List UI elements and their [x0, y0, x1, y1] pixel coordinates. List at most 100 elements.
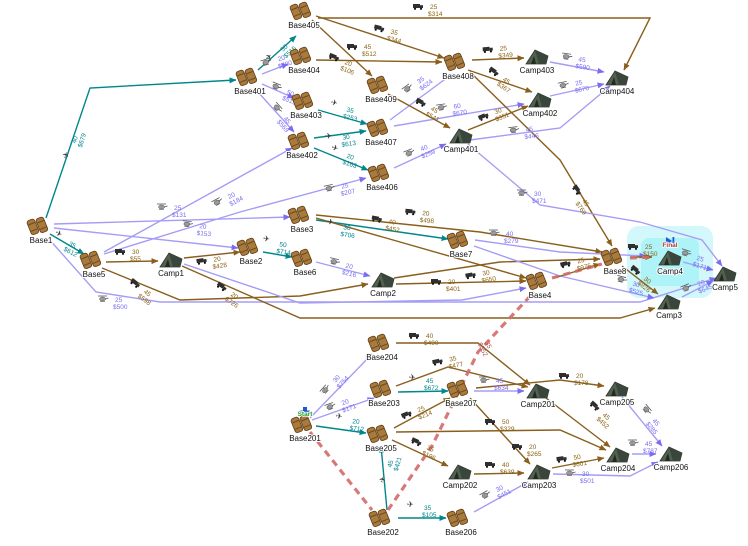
node-Camp205[interactable]: Camp205	[599, 381, 636, 408]
edge-Base405-Camp404[interactable]	[318, 17, 652, 71]
edge-Base406-Camp401[interactable]	[393, 143, 447, 169]
edge-Camp4-Camp5[interactable]	[682, 261, 714, 272]
edge-Base402-Base406[interactable]	[313, 147, 369, 171]
edge-Base407-Camp402[interactable]	[393, 102, 525, 127]
edge-Base405-Base408[interactable]	[315, 15, 445, 59]
node-Base409[interactable]: Base409	[364, 75, 398, 105]
node-Base402[interactable]: Base402	[285, 131, 319, 161]
edge-Base407-Base408[interactable]	[389, 73, 453, 121]
edge-Base201-Base205[interactable]	[315, 425, 367, 436]
edge-Base402-Base407[interactable]	[313, 128, 367, 139]
edge-Base207-Camp205[interactable]	[475, 379, 605, 389]
edge-Camp403-Camp404[interactable]	[549, 61, 605, 74]
node-Base204[interactable]: Base204	[365, 333, 399, 363]
node-Camp3[interactable]: Camp3	[655, 294, 683, 321]
node-Base3[interactable]: Base3	[287, 205, 315, 235]
edge-Base201-Base204[interactable]	[309, 353, 373, 419]
edge-Base205-Camp202[interactable]	[391, 439, 449, 467]
node-Base405[interactable]: Base405	[287, 1, 321, 31]
edge-Camp2-Base4[interactable]	[395, 278, 527, 285]
node-Base203[interactable]: Base203	[367, 379, 401, 409]
edge-Camp401-Camp402[interactable]	[467, 105, 529, 131]
edge-Base401-Base402[interactable]	[257, 91, 295, 133]
edge-Base205-Camp204[interactable]	[395, 429, 607, 451]
edge-Base206-Camp203[interactable]	[473, 481, 529, 513]
node-Camp5[interactable]: Camp5	[711, 266, 739, 293]
node-Base8[interactable]: Base8	[600, 247, 628, 277]
node-Base201[interactable]: Base201	[288, 414, 322, 444]
node-Base202[interactable]: Base202	[366, 508, 400, 538]
node-Camp4[interactable]: Camp4	[656, 250, 684, 277]
node-Base206[interactable]: Base206	[444, 508, 478, 538]
edge-Camp203-Camp204[interactable]	[551, 456, 605, 469]
edge-Camp1-Camp3[interactable]	[181, 265, 656, 319]
node-Base407[interactable]: Base407	[364, 118, 398, 148]
node-Camp201[interactable]: Camp201	[520, 383, 557, 410]
edge-Base1-Base2[interactable]	[53, 227, 239, 251]
edge-Base203-Base207[interactable]	[397, 388, 449, 395]
node-Base205[interactable]: Base205	[364, 424, 398, 454]
edge-Base5-Camp2[interactable]	[101, 267, 369, 301]
node-Camp2[interactable]: Camp2	[369, 272, 397, 299]
node-Base7[interactable]: Base7	[446, 230, 474, 260]
edge-Camp1-Base2[interactable]	[183, 249, 241, 259]
node-Base1[interactable]: Base1	[26, 216, 54, 246]
edge-Base7-Camp4[interactable]	[474, 239, 647, 259]
edge-Base1-Base401[interactable]	[45, 77, 237, 219]
edge-Base3-Base4[interactable]	[315, 217, 527, 280]
edge-Base401-Base403[interactable]	[261, 83, 295, 99]
edge-Base203-Camp201[interactable]	[395, 366, 529, 389]
node-Camp204[interactable]: Camp204	[600, 447, 637, 474]
node-Base406[interactable]: Base406	[365, 163, 399, 193]
node-Base403[interactable]: Base403	[289, 91, 323, 121]
node-Camp401[interactable]: Camp401	[443, 128, 480, 155]
node-Base408[interactable]: Base408	[441, 52, 475, 82]
edge-Base5-Base406[interactable]	[103, 176, 367, 255]
edge-Camp3-Camp5[interactable]	[681, 280, 714, 298]
edge-Base202-Base205[interactable]	[378, 445, 388, 511]
edge-Base1-Base3[interactable]	[53, 214, 291, 225]
edge-Base204-Camp201[interactable]	[396, 342, 531, 386]
edge-Base405-Base409[interactable]	[311, 19, 373, 77]
edge-Base205-Base207[interactable]	[393, 397, 451, 429]
route-segment-2[interactable]	[551, 262, 603, 280]
route-segment-1[interactable]	[386, 290, 536, 511]
node-Camp1[interactable]: Camp1	[157, 252, 185, 279]
node-Camp404[interactable]: Camp404	[599, 70, 636, 97]
edge-Base201-Base203[interactable]	[311, 397, 375, 421]
node-Camp206[interactable]: Camp206	[653, 446, 690, 473]
edge-Base6-Camp2[interactable]	[315, 261, 371, 278]
edge-Base2-Base6[interactable]	[262, 251, 293, 259]
edge-Base5-Base402[interactable]	[103, 147, 293, 253]
edge-Camp2-Base8[interactable]	[393, 256, 601, 279]
edge-Camp402-Camp404[interactable]	[549, 82, 605, 97]
edge-Base1-Camp5[interactable]	[47, 237, 717, 303]
edge-Base401-Base404[interactable]	[261, 63, 289, 75]
edge-Camp205-Camp206[interactable]	[621, 396, 663, 447]
edge-Camp401-Camp404[interactable]	[469, 85, 611, 141]
node-Base207[interactable]: Base207	[444, 379, 478, 409]
edge-Camp202-Camp203[interactable]	[473, 470, 525, 477]
node-Base401[interactable]: Base401	[233, 67, 267, 97]
node-Camp203[interactable]: Camp203	[521, 464, 558, 491]
node-Camp402[interactable]: Camp402	[522, 92, 559, 119]
edge-Base403-Base407[interactable]	[317, 109, 368, 126]
edge-Base1-Base5[interactable]	[49, 233, 85, 255]
node-Base5[interactable]: Base5	[79, 250, 107, 280]
edge-Base408-Camp403[interactable]	[471, 55, 525, 62]
edge-Camp401-Camp5[interactable]	[467, 143, 723, 267]
node-Base6[interactable]: Base6	[290, 248, 318, 278]
edge-Base5-Camp1[interactable]	[105, 258, 159, 265]
edge-Base409-Camp401[interactable]	[387, 93, 451, 129]
edge-Camp203-Camp206[interactable]	[552, 461, 659, 477]
node-Base404[interactable]: Base404	[287, 46, 321, 76]
edge-Camp1-Base4[interactable]	[183, 263, 527, 304]
edge-Camp201-Camp204[interactable]	[545, 397, 611, 448]
edge-Base408-Base8[interactable]	[469, 71, 613, 247]
edge-Base3-Base7[interactable]	[315, 219, 449, 242]
node-Base4[interactable]: Base4	[525, 271, 553, 301]
edge-Base3-Base8[interactable]	[315, 214, 603, 254]
edge-Base408-Camp402[interactable]	[467, 69, 533, 93]
edge-Base207-Camp203[interactable]	[469, 397, 531, 465]
